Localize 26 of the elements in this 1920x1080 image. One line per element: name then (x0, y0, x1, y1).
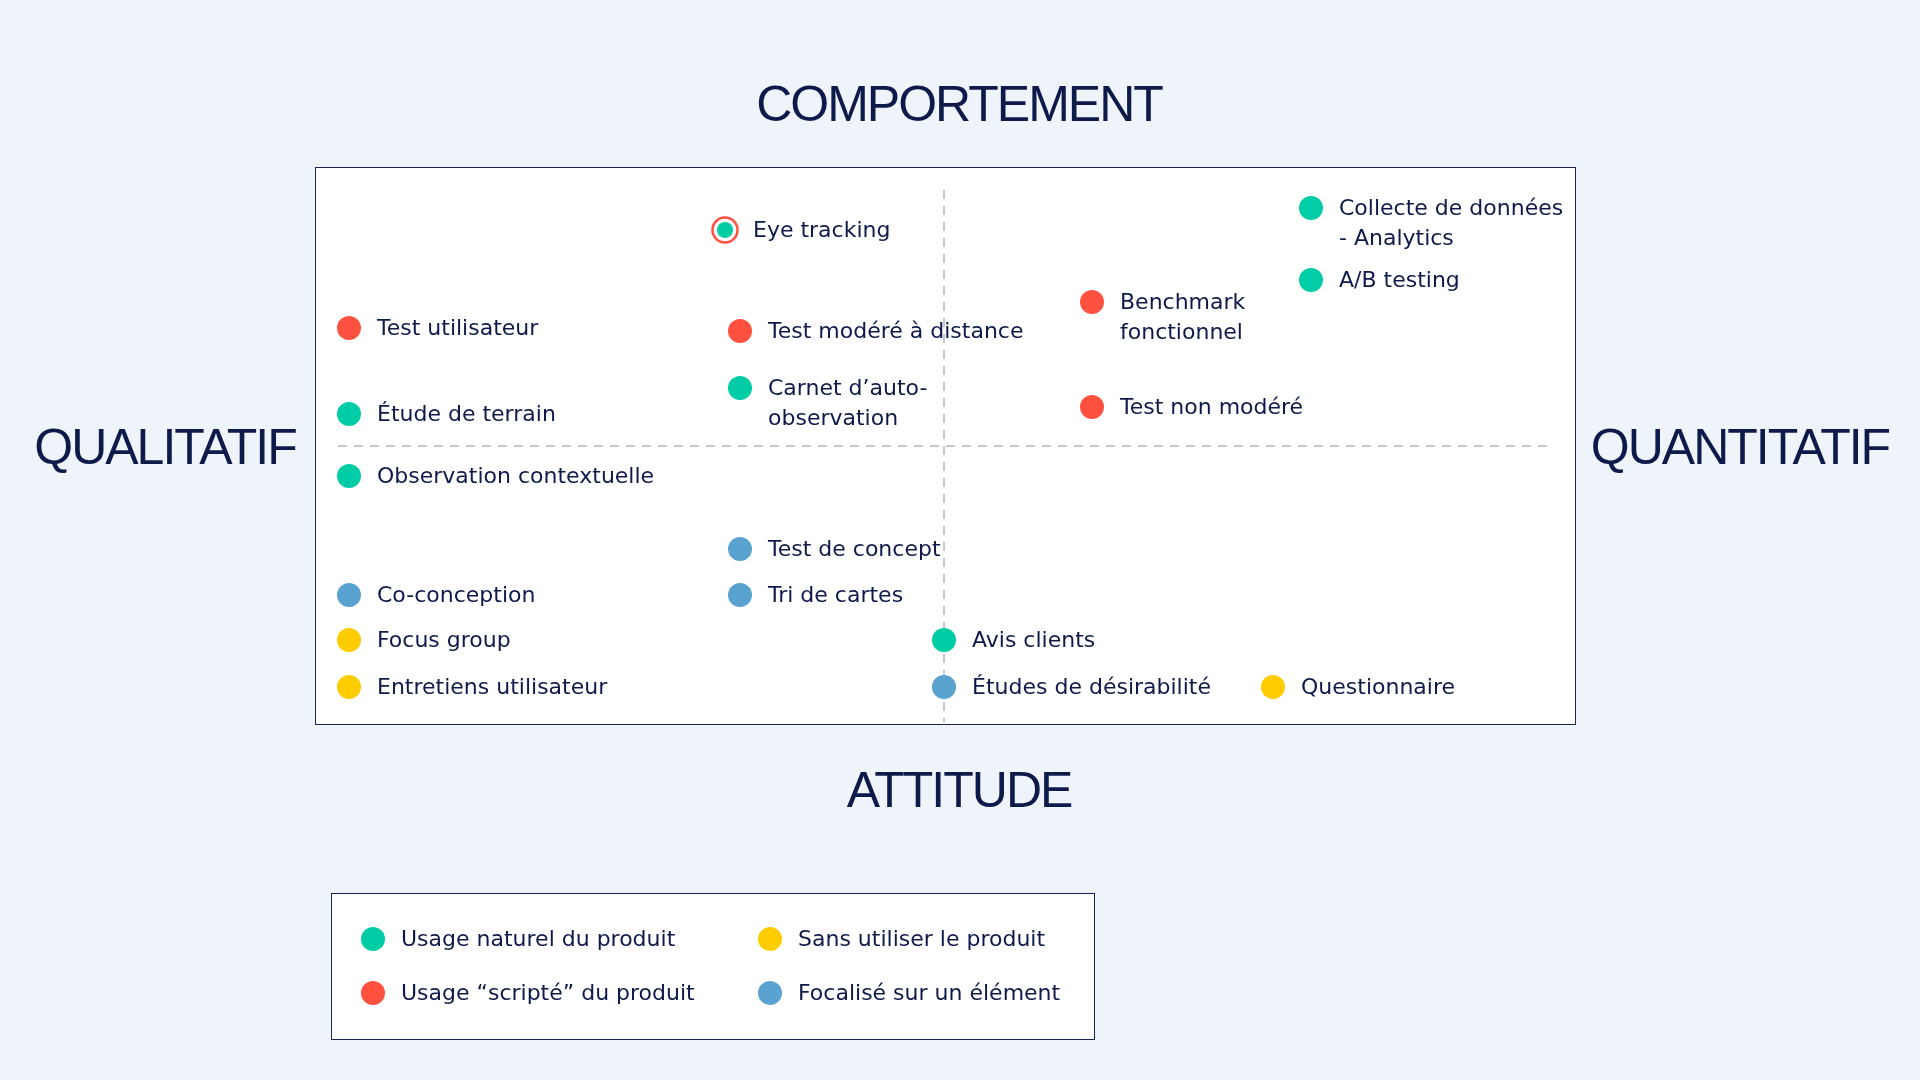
method-label: Focus group (377, 626, 511, 654)
legend-label: Usage “scripté” du produit (401, 979, 695, 1007)
method-label: Tri de cartes (768, 581, 904, 609)
method-label: Benchmark fonctionnel (1120, 288, 1247, 346)
legend-label: Sans utiliser le produit (798, 925, 1046, 953)
method-label: Eye tracking (753, 216, 891, 244)
method-label: Carnet d’auto-observation (768, 374, 929, 432)
method-label: Test de concept (768, 535, 941, 563)
method-label: Questionnaire (1301, 673, 1456, 701)
legend-label: Focalisé sur un élément (798, 979, 1061, 1007)
method-label: Test modéré à distance (768, 317, 1024, 345)
method-label: Collecte de données - Analytics (1339, 194, 1565, 252)
method-label: Entretiens utilisateur (377, 673, 608, 701)
method-label: Observation contextuelle (377, 462, 655, 490)
method-label: A/B testing (1339, 266, 1460, 294)
axis-label: QUALITATIF (34, 418, 296, 476)
axis-label: COMPORTEMENT (756, 75, 1162, 133)
axis-label: QUANTITATIF (1590, 418, 1890, 476)
method-label: Co-conception (377, 581, 536, 609)
legend-label: Usage naturel du produit (401, 925, 676, 953)
method-label: Avis clients (972, 626, 1096, 654)
axis-label: ATTITUDE (846, 761, 1072, 819)
method-label: Test non modéré (1120, 393, 1304, 421)
method-label: Étude de terrain (377, 400, 556, 428)
method-label: Test utilisateur (377, 314, 539, 342)
method-label: Études de désirabilité (972, 673, 1211, 701)
